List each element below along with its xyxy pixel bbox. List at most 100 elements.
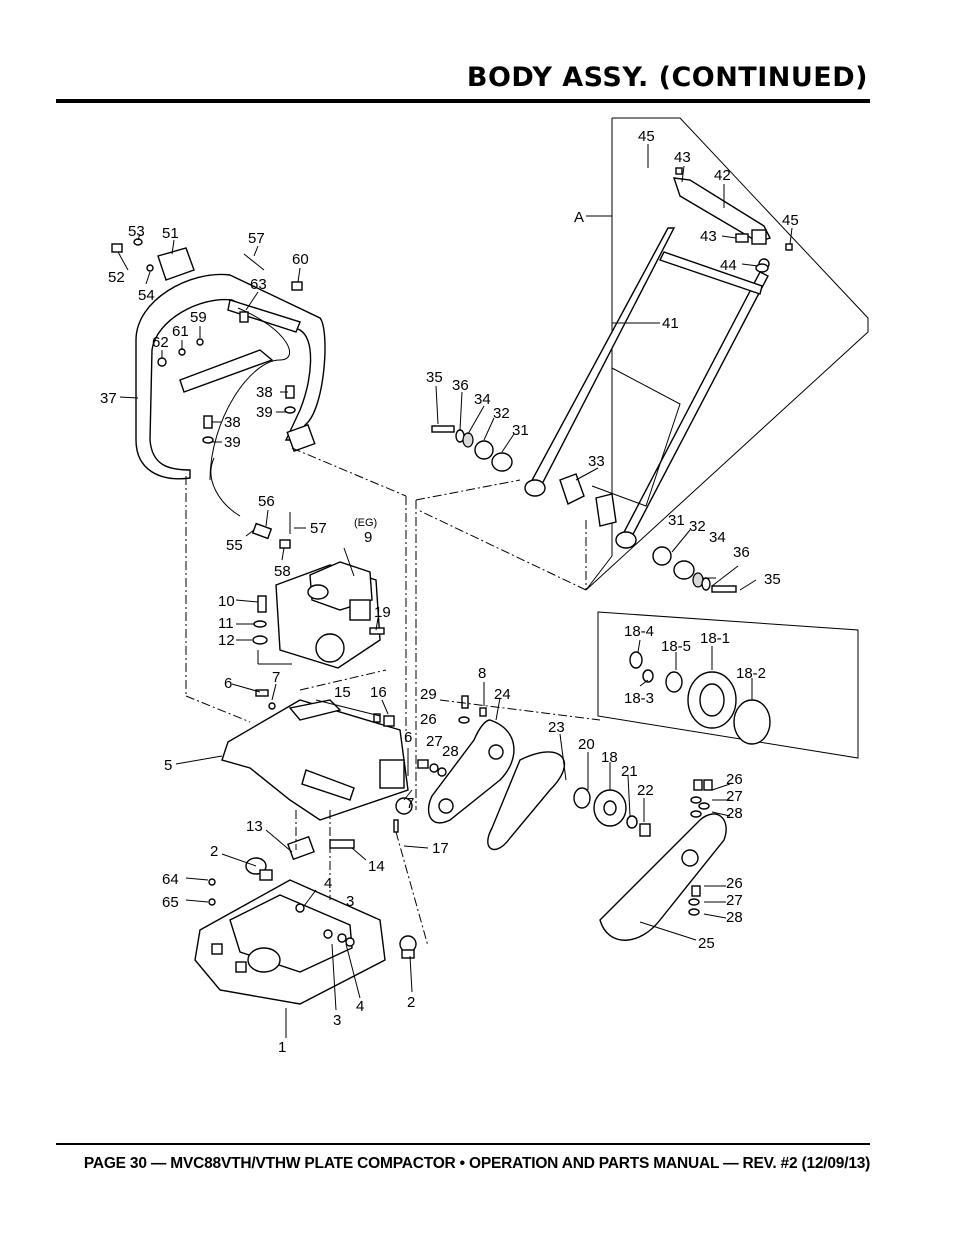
callout-34a: 34: [474, 391, 491, 408]
callout-8: 8: [478, 665, 486, 682]
callout-51: 51: [162, 225, 179, 242]
callout-64: 64: [162, 871, 179, 888]
callout-28a: 28: [442, 743, 459, 760]
callout-52: 52: [108, 269, 125, 286]
callout-36b: 36: [733, 544, 750, 561]
callout-22: 22: [637, 782, 654, 799]
page-title: BODY ASSY. (CONTINUED): [466, 62, 868, 93]
callout-24: 24: [494, 686, 511, 703]
callout-18: 18: [601, 749, 618, 766]
belt-cover-24: [427, 719, 515, 824]
callout-10: 10: [218, 593, 235, 610]
engine-base: [221, 699, 409, 821]
footer-rule: [56, 1143, 870, 1145]
callout-2a: 2: [210, 843, 218, 860]
callout-39a: 39: [256, 404, 273, 421]
callout-32b: 32: [689, 518, 706, 535]
handle-mount-left: [431, 425, 617, 527]
callout-53: 53: [128, 223, 145, 240]
inset-label-a: A: [574, 209, 584, 226]
callout-15: 15: [334, 684, 351, 701]
callout-25: 25: [698, 935, 715, 952]
callout-36a: 36: [452, 377, 469, 394]
callout-3a: 3: [346, 893, 354, 910]
callout-28b: 28: [726, 805, 743, 822]
callout-39b: 39: [224, 434, 241, 451]
callout-35b: 35: [764, 571, 781, 588]
callout-27b: 27: [726, 788, 743, 805]
callout-6a: 6: [224, 675, 232, 692]
callout-44: 44: [720, 257, 737, 274]
callout-43a: 43: [674, 149, 691, 166]
callout-62: 62: [152, 334, 169, 351]
callout-3b: 3: [333, 1012, 341, 1029]
callout-1: 1: [278, 1039, 286, 1056]
assembly-lines: [185, 307, 601, 947]
callout-4b: 4: [324, 875, 332, 892]
callout-38a: 38: [256, 384, 273, 401]
callout-31a: 31: [512, 422, 529, 439]
belt-cover-25: [599, 813, 727, 941]
callout-38b: 38: [224, 414, 241, 431]
callout-57a: 57: [248, 230, 265, 247]
callout-14: 14: [368, 858, 385, 875]
engine: [275, 561, 385, 669]
callout-4a: 4: [356, 998, 364, 1015]
callout-27c: 27: [726, 892, 743, 909]
callout-7a: 7: [272, 669, 280, 686]
callout-54: 54: [138, 287, 155, 304]
callout-20: 20: [578, 736, 595, 753]
callout-58: 58: [274, 563, 291, 580]
callout-45b: 45: [782, 212, 799, 229]
callout-17: 17: [432, 840, 449, 857]
callout-61: 61: [172, 323, 189, 340]
callout-18-4: 18-4: [624, 623, 654, 640]
callout-labels: 1 2 2 3 3 4 4 5 6 6 7 7 8 9 (EG) 10 11 1…: [100, 128, 799, 1056]
handle-inset-frame: [585, 117, 869, 591]
callout-21: 21: [621, 763, 638, 780]
callout-63: 63: [250, 276, 267, 293]
callout-43b: 43: [700, 228, 717, 245]
callout-12: 12: [218, 632, 235, 649]
callout-31b: 31: [668, 512, 685, 529]
callout-41: 41: [662, 315, 679, 332]
leader-lines: [117, 144, 793, 1038]
callout-27a: 27: [426, 733, 443, 750]
callout-13: 13: [246, 818, 263, 835]
callout-26a: 26: [420, 711, 437, 728]
callout-19: 19: [374, 604, 391, 621]
callout-55: 55: [226, 537, 243, 554]
clutch-inset: [597, 611, 859, 759]
callout-32a: 32: [493, 405, 510, 422]
handle-frame: [524, 177, 771, 549]
header-rule: [56, 99, 870, 103]
callout-18-3: 18-3: [624, 690, 654, 707]
callout-23: 23: [548, 719, 565, 736]
handle-mount-right: [652, 546, 737, 593]
callout-28c: 28: [726, 909, 743, 926]
callout-65: 65: [162, 894, 179, 911]
callout-11: 11: [218, 615, 234, 632]
callout-16: 16: [370, 684, 387, 701]
callout-37: 37: [100, 390, 117, 407]
clutch-18: [573, 787, 651, 837]
callout-18-5: 18-5: [661, 638, 691, 655]
callout-59: 59: [190, 309, 207, 326]
misc-small-parts: [111, 167, 793, 947]
callout-57b: 57: [310, 520, 327, 537]
callout-45a: 45: [638, 128, 655, 145]
callout-9: 9: [364, 529, 372, 546]
callout-26b: 26: [726, 771, 743, 788]
callout-7b: 7: [406, 795, 414, 812]
callout-18-2: 18-2: [736, 665, 766, 682]
belt-23: [487, 751, 566, 851]
callout-35a: 35: [426, 369, 443, 386]
callout-2b: 2: [407, 994, 415, 1011]
callout-29: 29: [420, 686, 437, 703]
callout-42: 42: [714, 167, 731, 184]
engine-note: (EG): [354, 517, 377, 529]
callout-33: 33: [588, 453, 605, 470]
callout-34b: 34: [709, 529, 726, 546]
base-plate: [194, 879, 386, 1005]
